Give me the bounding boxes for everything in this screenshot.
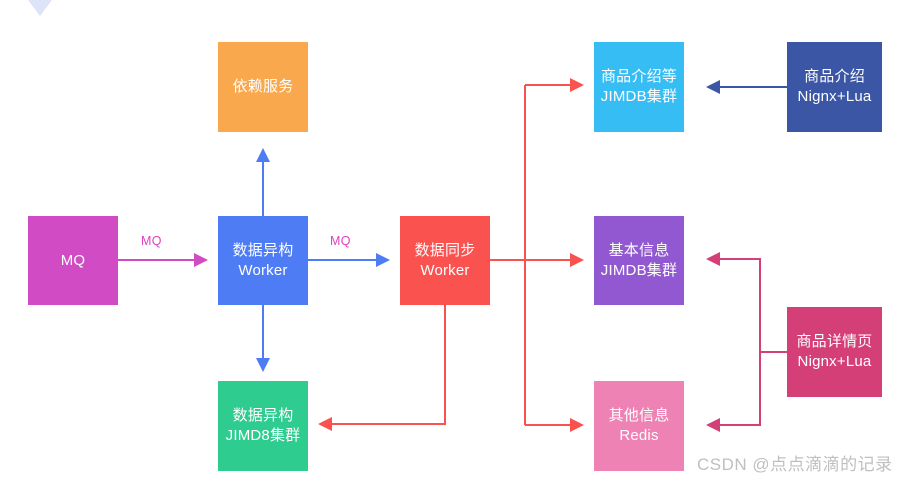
edge-product-detail-to-basic-info xyxy=(706,252,787,353)
node-data-heterogeneous-jimd8[interactable]: 数据异构 JIMD8集群 xyxy=(218,381,308,471)
node-dependency-service-line1: 依赖服务 xyxy=(232,78,294,96)
node-other-info-redis-line1: 其他信息 xyxy=(608,407,670,425)
node-data-sync-worker[interactable]: 数据同步 Worker xyxy=(400,216,490,305)
node-product-detail-nginx[interactable]: 商品详情页 Nignx+Lua xyxy=(787,307,882,397)
edge-label-mq-2: MQ xyxy=(330,234,351,248)
csdn-watermark: CSDN @点点滴滴的记录 xyxy=(697,455,893,474)
node-other-info-redis-line2: Redis xyxy=(619,427,659,444)
triangle-down-icon xyxy=(28,0,52,16)
node-dependency-service[interactable]: 依赖服务 xyxy=(218,42,308,132)
node-basic-info-jimdb-line2: JIMDB集群 xyxy=(600,261,678,279)
node-product-intro-nginx-line1: 商品介绍 xyxy=(804,68,865,86)
node-data-heterogeneous-worker[interactable]: 数据异构 Worker xyxy=(218,216,308,305)
node-data-heterogeneous-jimd8-line1: 数据异构 xyxy=(232,407,294,425)
edge-label-mq-1: MQ xyxy=(141,234,162,248)
node-other-info-redis[interactable]: 其他信息 Redis xyxy=(594,381,684,471)
node-product-intro-jimdb-line1: 商品介绍等 xyxy=(600,68,677,86)
edge-sync-worker-to-jimd8-cluster xyxy=(318,305,446,431)
node-data-heterogeneous-jimd8-line2: JIMD8集群 xyxy=(225,427,301,444)
node-mq-line1: MQ xyxy=(60,251,86,269)
edge-product-detail-to-other-info xyxy=(706,351,787,432)
node-data-heterogeneous-worker-line1: 数据异构 xyxy=(232,241,294,259)
node-data-sync-worker-line1: 数据同步 xyxy=(414,241,476,259)
node-product-intro-jimdb[interactable]: 商品介绍等 JIMDB集群 xyxy=(594,42,684,132)
node-product-intro-jimdb-line2: JIMDB集群 xyxy=(600,88,678,105)
node-product-detail-nginx-line2: Nignx+Lua xyxy=(797,353,872,370)
node-mq[interactable]: MQ xyxy=(28,216,118,305)
node-basic-info-jimdb-line1: 基本信息 xyxy=(608,241,670,259)
node-data-heterogeneous-worker-line2: Worker xyxy=(238,261,288,279)
node-product-intro-nginx[interactable]: 商品介绍 Nignx+Lua xyxy=(787,42,882,132)
node-product-intro-nginx-line2: Nignx+Lua xyxy=(797,88,872,105)
node-data-sync-worker-line2: Worker xyxy=(420,261,470,279)
node-product-detail-nginx-line1: 商品详情页 xyxy=(796,333,873,351)
node-basic-info-jimdb[interactable]: 基本信息 JIMDB集群 xyxy=(594,216,684,305)
